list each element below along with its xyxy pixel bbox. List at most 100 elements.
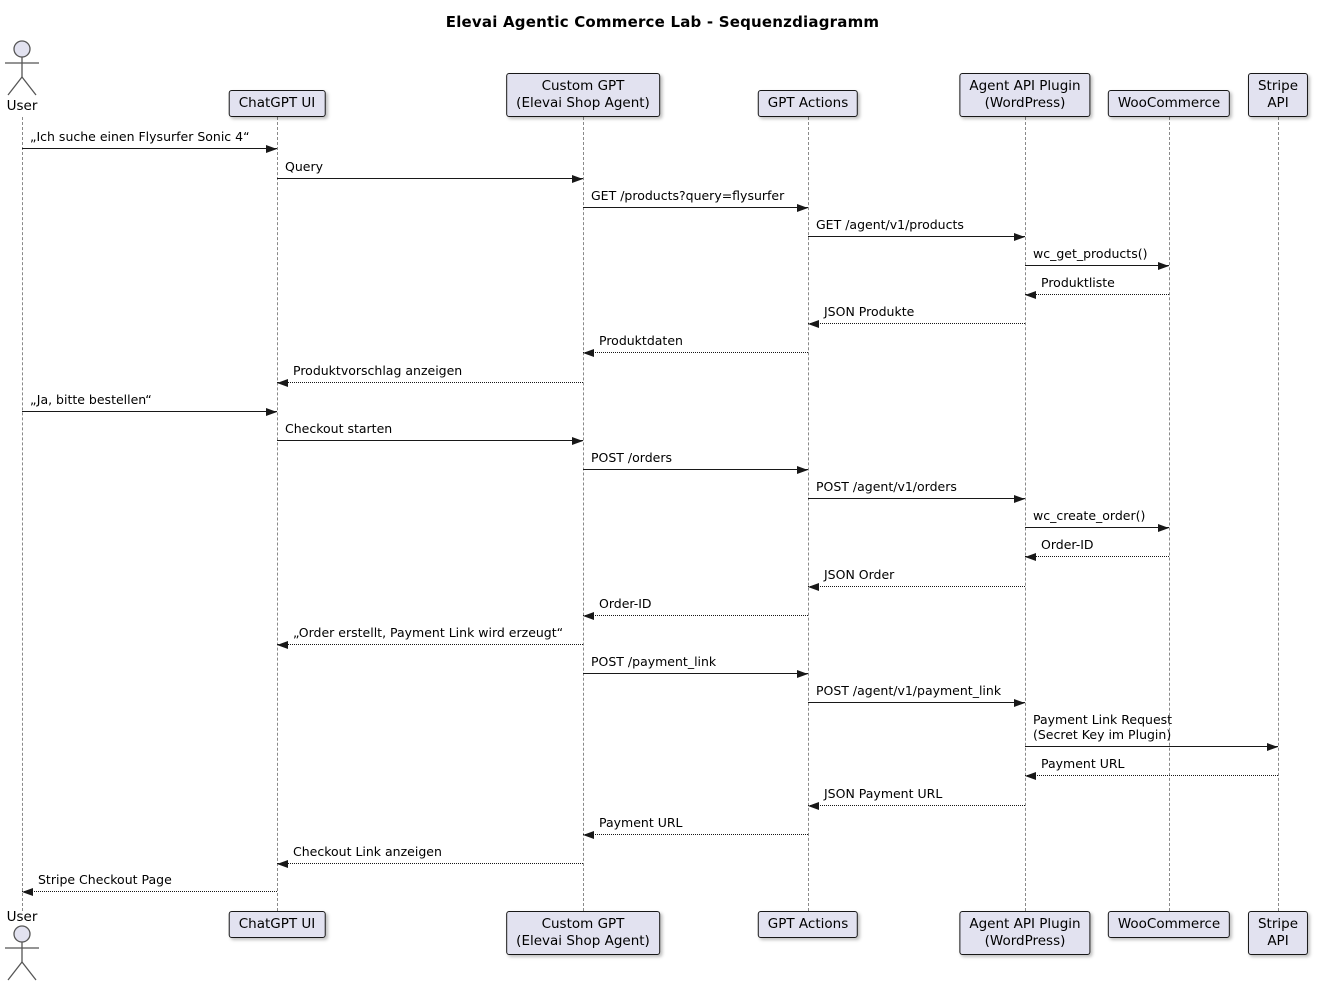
participant-box: ChatGPT UI [228,90,326,117]
message-line [808,702,1025,703]
arrow-head-icon [572,436,583,445]
message-label: GET /products?query=flysurfer [591,188,785,203]
arrow-head-icon [797,465,808,474]
lifeline [808,117,809,911]
message-label: POST /payment_link [591,654,717,669]
message-line [1025,527,1169,528]
message-line [1025,556,1169,557]
message-label: „Ja, bitte bestellen“ [30,392,152,407]
message-line [583,673,808,674]
message-label: JSON Payment URL [824,786,943,801]
arrow-head-icon [277,640,288,649]
diagram-title: Elevai Agentic Commerce Lab - Sequenzdia… [445,13,880,31]
message-line [22,891,277,892]
lifeline [1278,117,1279,911]
message-label: Query [285,159,323,174]
arrow-head-icon [583,830,594,839]
message-line [277,863,583,864]
message-label: „Order erstellt, Payment Link wird erzeu… [293,625,564,640]
participant-box: Agent API Plugin (WordPress) [959,911,1091,955]
participant-box: WooCommerce [1107,90,1231,117]
participant-box: ChatGPT UI [228,911,326,938]
message-label: Payment URL [599,815,683,830]
arrow-head-icon [1267,742,1278,751]
arrow-head-icon [808,582,819,591]
message-line [808,498,1025,499]
arrow-head-icon [1014,698,1025,707]
message-line [277,178,583,179]
arrow-head-icon [1014,494,1025,503]
message-line [583,834,808,835]
arrow-head-icon [1025,290,1036,299]
message-line [22,411,277,412]
message-line [808,236,1025,237]
message-line [1025,775,1278,776]
participant-label: User [6,909,38,925]
arrow-head-icon [797,203,808,212]
arrow-head-icon [1158,523,1169,532]
message-label: wc_get_products() [1033,246,1148,261]
message-line [583,469,808,470]
arrow-head-icon [797,669,808,678]
participant-box: Custom GPT (Elevai Shop Agent) [506,911,660,955]
participant-box: Stripe API [1247,911,1309,955]
arrow-head-icon [1014,232,1025,241]
message-line [1025,265,1169,266]
message-label: wc_create_order() [1033,508,1146,523]
arrow-head-icon [1158,261,1169,270]
message-line [1025,746,1278,747]
message-label: Checkout starten [285,421,393,436]
actor-figure: User [0,40,45,114]
actor-figure: User [0,909,45,983]
participant-box: GPT Actions [757,90,859,117]
message-line [808,323,1025,324]
message-label: Order-ID [599,596,652,611]
participant-box: Agent API Plugin (WordPress) [959,73,1091,117]
actor-icon [5,40,39,96]
message-line [22,148,277,149]
participant-box: Stripe API [1247,73,1309,117]
message-label: Payment Link Request (Secret Key im Plug… [1033,712,1173,742]
message-line [277,382,583,383]
arrow-head-icon [808,801,819,810]
message-label: POST /agent/v1/payment_link [816,683,1002,698]
message-line [583,207,808,208]
message-label: Checkout Link anzeigen [293,844,442,859]
message-label: Stripe Checkout Page [38,872,172,887]
arrow-head-icon [583,611,594,620]
message-label: JSON Order [824,567,895,582]
message-line [277,644,583,645]
lifeline [277,117,278,911]
message-line [583,352,808,353]
arrow-head-icon [266,407,277,416]
message-line [277,440,583,441]
message-label: Produktdaten [599,333,683,348]
message-label: Produktvorschlag anzeigen [293,363,463,378]
message-label: JSON Produkte [824,304,915,319]
arrow-head-icon [808,319,819,328]
actor-icon [5,925,39,981]
message-label: POST /agent/v1/orders [816,479,957,494]
message-label: „Ich suche einen Flysurfer Sonic 4“ [30,129,250,144]
arrow-head-icon [572,174,583,183]
lifeline [22,117,23,911]
participant-label: User [6,98,38,114]
arrow-head-icon [1025,552,1036,561]
participant-box: Custom GPT (Elevai Shop Agent) [506,73,660,117]
message-line [1025,294,1169,295]
message-line [808,586,1025,587]
arrow-head-icon [277,859,288,868]
message-label: Payment URL [1041,756,1125,771]
arrow-head-icon [583,348,594,357]
message-label: Produktliste [1041,275,1115,290]
message-label: Order-ID [1041,537,1094,552]
arrow-head-icon [1025,771,1036,780]
arrow-head-icon [22,887,33,896]
lifeline [1025,117,1026,911]
lifeline [1169,117,1170,911]
message-label: POST /orders [591,450,672,465]
participant-box: WooCommerce [1107,911,1231,938]
lifeline [583,117,584,911]
arrow-head-icon [277,378,288,387]
